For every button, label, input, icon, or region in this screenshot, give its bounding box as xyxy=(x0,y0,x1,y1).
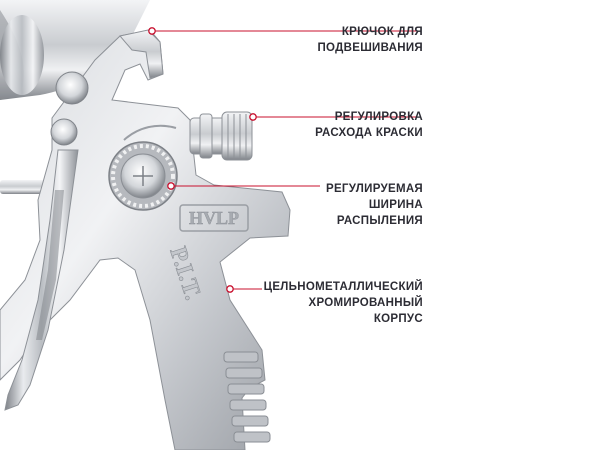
callout-body-line-2: ХРОМИРОВАННЫЙ xyxy=(308,297,423,309)
paint-cup xyxy=(0,0,150,100)
callout-paint-flow-line-1: РЕГУЛИРОВКА xyxy=(334,111,423,123)
spray-width-knob xyxy=(108,124,178,211)
callout-spray-width-line-1: РЕГУЛИРУЕМАЯ xyxy=(325,183,423,195)
callout-hook: КРЮЧОК ДЛЯ ПОДВЕШИВАНИЯ xyxy=(317,24,423,56)
callout-hook-line-2: ПОДВЕШИВАНИЯ xyxy=(317,42,423,54)
paint-flow-knob xyxy=(189,111,253,161)
callout-paint-flow-line-2: РАСХОДА КРАСКИ xyxy=(315,127,423,139)
grip-ribs xyxy=(223,351,271,443)
gun-body: HVLP P.I.T. xyxy=(0,29,291,450)
callout-spray-width-line-2: ШИРИНА xyxy=(368,199,423,211)
model-badge-text: HVLP xyxy=(189,208,239,228)
callout-hook-line-1: КРЮЧОК ДЛЯ xyxy=(341,26,423,38)
callout-paint-flow: РЕГУЛИРОВКА РАСХОДА КРАСКИ xyxy=(315,109,423,141)
callout-spray-width: РЕГУЛИРУЕМАЯ ШИРИНА РАСПЫЛЕНИЯ xyxy=(326,181,423,229)
callout-body: ЦЕЛЬНОМЕТАЛЛИЧЕСКИЙ ХРОМИРОВАННЫЙ КОРПУС xyxy=(264,279,423,327)
callout-body-line-3: КОРПУС xyxy=(373,313,423,325)
callout-spray-width-line-3: РАСПЫЛЕНИЯ xyxy=(336,215,423,227)
callout-body-line-1: ЦЕЛЬНОМЕТАЛЛИЧЕСКИЙ xyxy=(263,281,423,293)
